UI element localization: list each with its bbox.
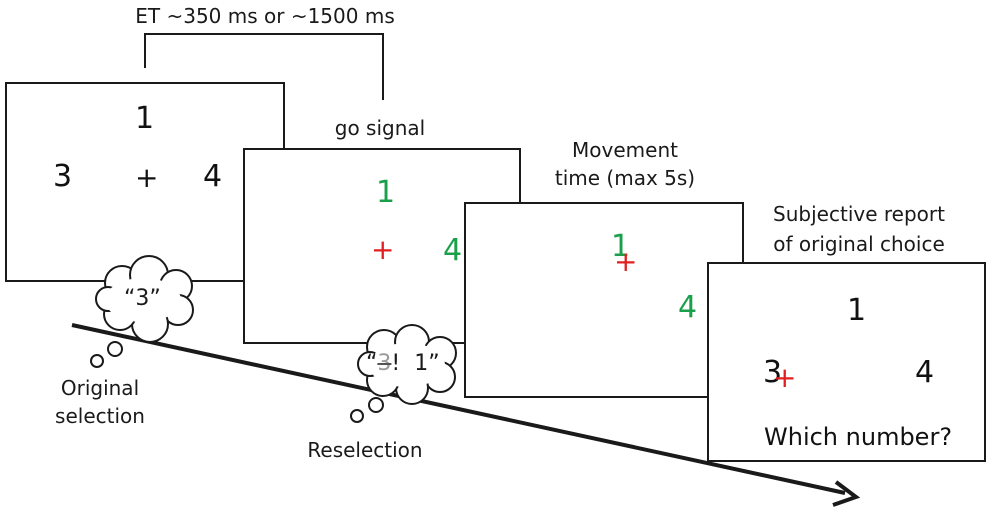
quote-open: “ <box>366 351 378 376</box>
screen-selection: 1 3 + 4 <box>5 82 285 282</box>
thought-dot-small <box>90 354 104 368</box>
digit-left: 3 <box>53 159 73 194</box>
time-arrow-shaft <box>71 323 846 495</box>
cursor-cross: + <box>773 361 797 394</box>
digit-top: 1 <box>135 101 155 136</box>
digit-right: 4 <box>678 290 698 325</box>
fixation-cross: + <box>135 161 159 194</box>
subjective-report-line2: of original choice <box>773 232 945 256</box>
digit-right: 4 <box>443 233 463 268</box>
thought-dot-large <box>107 341 123 357</box>
fixation-cross: + <box>371 233 395 266</box>
cursor-cross: + <box>614 245 638 278</box>
screen-report: 1 3 + 4 Which number? <box>707 262 986 462</box>
new-choice-text: ! 1” <box>391 351 440 376</box>
digit-top: 1 <box>611 229 631 264</box>
original-selection-line1: Original <box>60 376 140 400</box>
report-question: Which number? <box>764 423 953 451</box>
time-arrow-head <box>832 480 861 507</box>
subjective-report-line1: Subjective report <box>773 202 945 226</box>
reselection-thought-text: “3! 1” <box>366 352 440 376</box>
digit-right: 4 <box>203 159 223 194</box>
timing-bracket <box>144 33 384 100</box>
movement-time-label: Movement time (max 5s) <box>545 138 705 190</box>
digit-top: 1 <box>847 293 867 328</box>
digit-top: 1 <box>376 175 396 210</box>
original-selection-line2: selection <box>55 404 145 428</box>
movement-time-line2: time (max 5s) <box>554 166 696 190</box>
original-thought-text: “3” <box>124 286 161 311</box>
go-signal-label: go signal <box>334 116 426 140</box>
reselection-dot-small <box>350 409 364 423</box>
digit-left: 3 <box>763 355 783 390</box>
struck-digit: 3 <box>377 351 392 376</box>
reselection-label: Reselection <box>307 438 423 462</box>
digit-right: 4 <box>915 355 935 390</box>
movement-time-line1: Movement <box>572 138 678 162</box>
original-selection-label: Original selection <box>30 376 170 428</box>
subjective-report-label: Subjective report of original choice <box>745 202 973 256</box>
reselection-dot-large <box>368 397 384 413</box>
early-timing-label: ET ~350 ms or ~1500 ms <box>135 4 395 28</box>
